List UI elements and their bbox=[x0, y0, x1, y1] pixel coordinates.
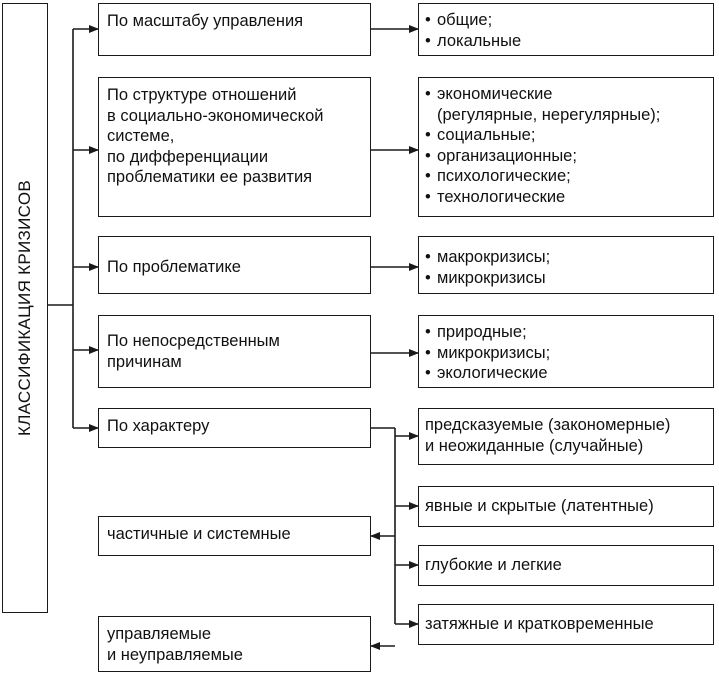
items-box-causes: природные; микрокризисы; экологические bbox=[418, 315, 714, 388]
result-label: предсказуемые (закономерные) и неожиданн… bbox=[425, 416, 671, 455]
list-item: макрокризисы; bbox=[425, 247, 707, 268]
list-item: технологические bbox=[425, 187, 707, 208]
list-item: природные; bbox=[425, 322, 707, 343]
category-label: По непосредственным причинам bbox=[107, 332, 280, 371]
result-box-explicit: явные и скрытые (латентные) bbox=[418, 486, 714, 527]
category-box-problematics: По проблематике bbox=[98, 236, 371, 294]
category-label: По характеру bbox=[107, 417, 210, 435]
list-item: локальные bbox=[425, 31, 707, 52]
output-label: управляемые и неуправляемые bbox=[107, 625, 243, 664]
output-label: частичные и системные bbox=[107, 525, 291, 543]
category-box-scale: По масштабу управления bbox=[98, 3, 371, 56]
category-label: По проблематике bbox=[107, 258, 241, 276]
items-box-problematics: макрокризисы; микрокризисы bbox=[418, 236, 714, 294]
list-item: социальные; bbox=[425, 125, 707, 146]
result-label: явные и скрытые (латентные) bbox=[425, 497, 654, 515]
root-box: КЛАССИФИКАЦИЯ КРИЗИСОВ bbox=[2, 3, 48, 613]
result-box-predictable: предсказуемые (закономерные) и неожиданн… bbox=[418, 408, 714, 465]
list-item: психологические; bbox=[425, 166, 707, 187]
list-item: экологические bbox=[425, 363, 707, 384]
result-box-deep: глубокие и легкие bbox=[418, 545, 714, 586]
output-box-partial: частичные и системные bbox=[98, 516, 371, 556]
list-item: экономические (регулярные, нерегулярные)… bbox=[425, 84, 707, 125]
category-box-character: По характеру bbox=[98, 408, 371, 448]
items-box-structure: экономические (регулярные, нерегулярные)… bbox=[418, 77, 714, 217]
list-item: организационные; bbox=[425, 146, 707, 167]
category-label: По структуре отношений в социально-эконо… bbox=[107, 86, 324, 186]
root-label: КЛАССИФИКАЦИЯ КРИЗИСОВ bbox=[14, 180, 34, 436]
output-box-managed: управляемые и неуправляемые bbox=[98, 616, 371, 672]
result-box-prolonged: затяжные и кратковременные bbox=[418, 604, 714, 645]
list-item: микрокризисы bbox=[425, 268, 707, 289]
items-box-scale: общие; локальные bbox=[418, 3, 714, 56]
list-item: микрокризисы; bbox=[425, 343, 707, 364]
category-label: По масштабу управления bbox=[107, 12, 304, 30]
category-box-structure: По структуре отношений в социально-эконо… bbox=[98, 77, 371, 217]
result-label: глубокие и легкие bbox=[425, 556, 562, 574]
result-label: затяжные и кратковременные bbox=[425, 615, 654, 633]
list-item: общие; bbox=[425, 10, 707, 31]
category-box-causes: По непосредственным причинам bbox=[98, 315, 371, 388]
